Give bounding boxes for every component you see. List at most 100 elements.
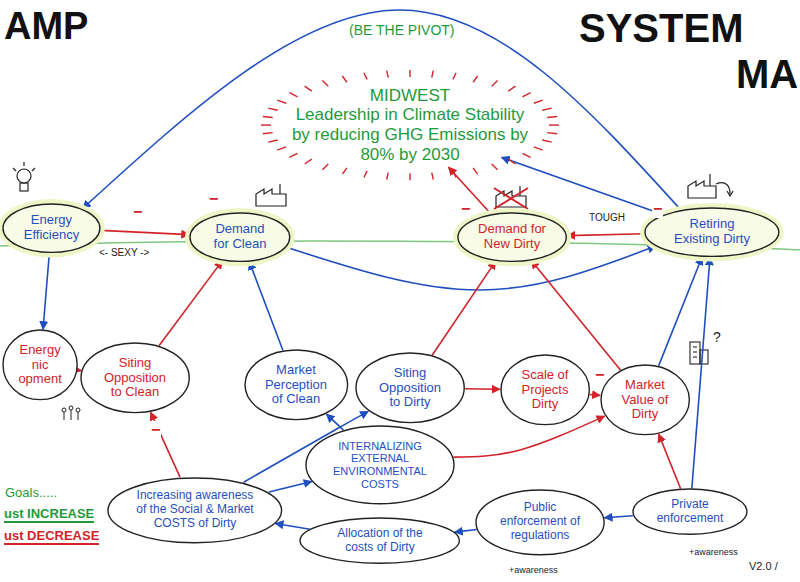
loop-node: Scale of Projects Dirty xyxy=(500,354,590,426)
causal-link xyxy=(455,530,477,533)
ray-tick xyxy=(409,173,410,180)
crossed-factory-icon xyxy=(494,186,528,209)
ray-tick xyxy=(342,76,347,82)
edge-note: TOUGH xyxy=(588,212,626,223)
node-label: Private enforcement xyxy=(652,498,728,526)
node-outline xyxy=(458,213,566,261)
ray-tick xyxy=(542,140,552,142)
node-label: Energy Efficiency xyxy=(19,213,83,243)
loop-node: Demand for Clean xyxy=(189,212,291,262)
ray-tick xyxy=(263,116,273,117)
legend-entry: ust DECREASE xyxy=(4,528,99,545)
ray-tick xyxy=(268,108,278,110)
node-label: Energy nic opment xyxy=(16,343,64,388)
node-label: Demand for Clean xyxy=(207,222,273,252)
causal-link xyxy=(659,434,681,489)
node-label: Leadership in Climate Stability by reduc… xyxy=(285,105,535,164)
node-text-group: Siting Opposition to Dirty xyxy=(374,366,446,411)
goal-heading: MIDWEST xyxy=(285,86,535,106)
ray-tick xyxy=(534,147,543,150)
causal-link xyxy=(432,261,496,355)
ray-tick xyxy=(322,80,328,86)
node-outline xyxy=(3,330,77,400)
ray-tick xyxy=(473,168,478,174)
ray-tick xyxy=(277,100,286,103)
causal-link xyxy=(465,388,500,390)
node-outline xyxy=(108,478,282,543)
loop-node: Energy Efficiency xyxy=(2,203,101,253)
node-text-group: Private enforcement xyxy=(652,498,728,526)
node-text-group: Demand for New Dirty xyxy=(476,222,548,252)
ray-tick xyxy=(492,164,498,170)
legend-heading: Goals..... xyxy=(4,486,58,500)
node-glow xyxy=(185,208,295,266)
polarity-sign: − xyxy=(652,200,663,218)
causal-link xyxy=(502,157,663,214)
ray-tick xyxy=(289,93,297,97)
ray-tick xyxy=(268,140,278,142)
ray-tick xyxy=(453,73,456,80)
awareness-note: +awareness xyxy=(688,548,739,558)
polarity-sign: − xyxy=(150,421,161,439)
ray-tick xyxy=(263,133,273,134)
node-label: Demand for New Dirty xyxy=(476,222,548,252)
loop-node: Siting Opposition to Dirty xyxy=(355,352,465,424)
node-label: Scale of Projects Dirty xyxy=(516,368,574,413)
loop-node: Demand for New Dirty xyxy=(457,212,567,262)
causal-link xyxy=(692,257,710,488)
node-label: Retiring Existing Dirty xyxy=(667,217,757,247)
ray-tick xyxy=(277,147,286,150)
causal-link xyxy=(275,523,310,529)
node-outline xyxy=(190,213,290,261)
loop-node: Allocation of the costs of Dirty xyxy=(299,517,460,564)
node-outline xyxy=(81,343,189,413)
node-outline xyxy=(633,489,747,534)
node-text-group: Retiring Existing Dirty xyxy=(667,217,757,247)
ray-tick xyxy=(364,171,367,178)
title-fragment: MA xyxy=(735,52,799,96)
node-label: Market Perception of Clean xyxy=(262,363,330,408)
ray-tick xyxy=(473,76,478,82)
legend-entry: ust INCREASE xyxy=(4,506,94,523)
node-outline xyxy=(356,353,464,423)
node-text-group: Demand for Clean xyxy=(207,222,273,252)
loop-node: Increasing awareness of the Social & Mar… xyxy=(107,477,283,544)
ray-tick xyxy=(261,124,271,125)
node-outline xyxy=(476,490,604,555)
loop-node: Private enforcement xyxy=(632,488,748,535)
pivot-note: (BE THE PIVOT) xyxy=(348,23,456,38)
ray-tick xyxy=(508,86,515,91)
node-outline xyxy=(300,518,459,563)
ray-tick xyxy=(364,73,367,80)
causal-link xyxy=(43,253,49,329)
causal-link xyxy=(249,262,283,351)
node-label: Allocation of the costs of Dirty xyxy=(326,527,434,555)
node-text-group: Increasing awareness of the Social & Mar… xyxy=(136,489,254,530)
node-label: Increasing awareness of the Social & Mar… xyxy=(136,489,254,530)
node-text-group: Energy Efficiency xyxy=(19,213,83,243)
ray-tick xyxy=(508,159,515,164)
people-icon xyxy=(62,406,80,420)
ray-tick xyxy=(549,124,559,125)
node-text-group: Market Perception of Clean xyxy=(262,363,330,408)
node-label: Market Value of Dirty xyxy=(616,378,674,423)
node-text-group: MIDWESTLeadership in Climate Stability b… xyxy=(285,86,535,164)
awareness-note: +awareness xyxy=(508,566,559,576)
node-outline xyxy=(306,426,454,504)
ray-tick xyxy=(305,159,312,164)
loop-node: Retiring Existing Dirty xyxy=(644,207,780,257)
factory-icon xyxy=(256,184,286,206)
version-label: V2.0 / xyxy=(748,560,779,572)
ray-tick xyxy=(305,86,312,91)
node-text-group: Public enforcement of regulations xyxy=(497,501,583,542)
loop-node: INTERNALIZING EXTERNAL ENVIRONMENTAL COS… xyxy=(305,425,455,505)
causal-link xyxy=(269,482,312,492)
ray-tick xyxy=(492,80,498,86)
node-outline xyxy=(645,208,779,256)
node-label: Public enforcement of regulations xyxy=(497,501,583,542)
loop-node: Energy nic opment xyxy=(2,329,78,401)
causal-link xyxy=(590,394,600,395)
causal-link xyxy=(151,412,180,477)
ray-tick xyxy=(534,100,543,103)
